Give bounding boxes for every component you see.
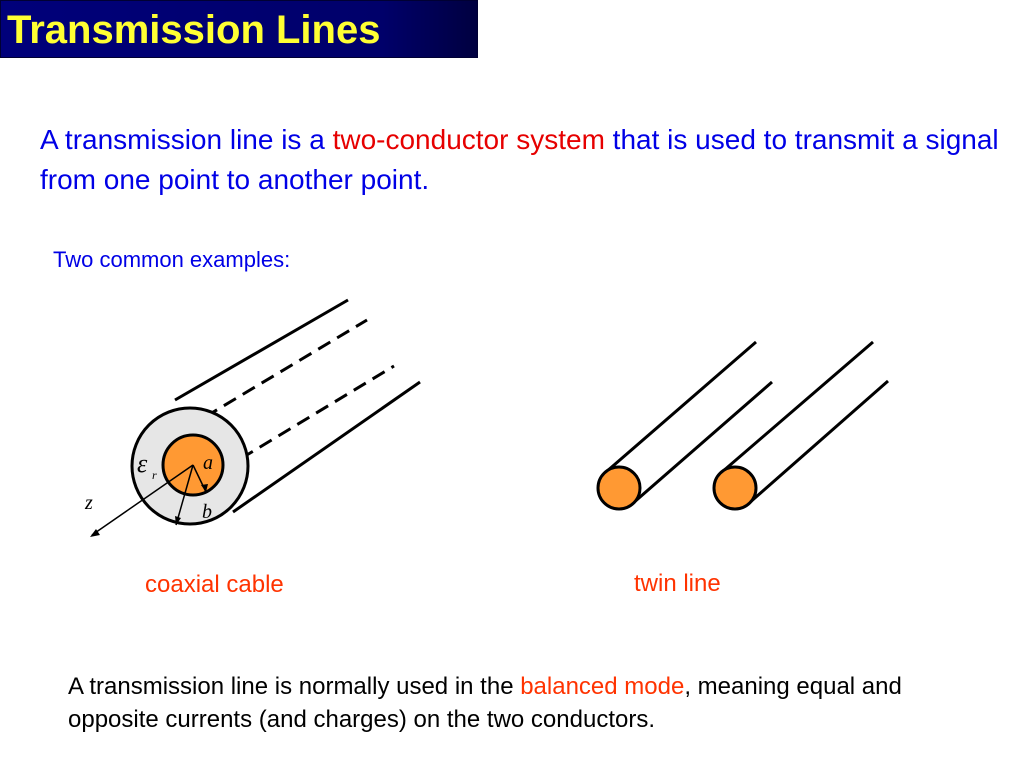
twin-wire-1-end [596, 465, 642, 511]
radius-b-arrow [175, 464, 194, 526]
intro-text-1: A transmission line is a [40, 124, 333, 155]
title-banner: Transmission Lines [0, 0, 478, 58]
intro-highlight: two-conductor system [332, 124, 605, 155]
intro-text-2: that is used to transmit a signal from o… [40, 124, 999, 195]
slide-title: Transmission Lines [7, 8, 381, 52]
z-axis-arrow [91, 464, 194, 536]
z-axis-label: z [84, 492, 93, 514]
note-text-2: , meaning equal and opposite currents (a… [68, 673, 902, 733]
examples-label: Two common examples: [53, 247, 291, 272]
coax-outer-edge-top [174, 298, 349, 402]
coaxial-cable-caption: coaxial cable [145, 571, 284, 598]
coax-inner-edge-bottom [221, 364, 395, 472]
coaxial-cable-diagram: ε r a b z [84, 298, 421, 537]
note-text-1: A transmission line is normally used in … [68, 673, 521, 700]
epsilon-subscript: r [152, 468, 157, 482]
intro-paragraph: A transmission line is a two-conductor s… [40, 120, 1000, 200]
twin-wire-2-top-edge [721, 340, 874, 474]
twin-wire-1-top-edge [605, 340, 757, 474]
twin-wire-2-end [712, 465, 758, 511]
twin-wire-2-bottom-edge [747, 379, 889, 506]
coax-outer-edge-bottom [232, 380, 421, 514]
radius-b-arrowhead [175, 516, 181, 525]
epsilon-label: ε [137, 449, 148, 478]
twin-line-caption: twin line [634, 570, 721, 597]
coax-inner-edge-top [204, 318, 368, 419]
radius-a-arrowhead [201, 484, 208, 492]
balanced-mode-note: A transmission line is normally used in … [68, 670, 968, 736]
twin-wire-1-bottom-edge [631, 380, 773, 506]
radius-b-label: b [202, 501, 212, 523]
twin-line-diagram [596, 340, 889, 511]
z-axis-arrowhead [90, 529, 100, 537]
radius-a-label: a [203, 452, 213, 474]
note-highlight: balanced mode [520, 673, 685, 700]
